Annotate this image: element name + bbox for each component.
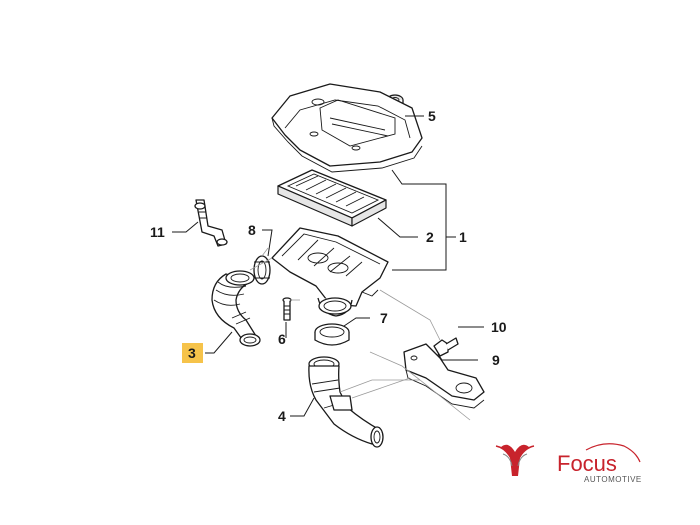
part-4-lower-duct bbox=[308, 356, 384, 448]
callout-5[interactable]: 5 bbox=[428, 108, 436, 124]
part-11-breather-hose bbox=[194, 199, 228, 247]
assembly-reference-lines bbox=[249, 247, 471, 421]
focus-automotive-logo: Focus AUTOMOTIVE bbox=[495, 443, 642, 484]
callout-7[interactable]: 7 bbox=[380, 310, 388, 326]
callout-3-highlight bbox=[182, 343, 203, 363]
callout-6[interactable]: 6 bbox=[278, 331, 286, 347]
callout-2[interactable]: 2 bbox=[426, 229, 434, 245]
leader-lines bbox=[172, 115, 484, 417]
part-2-air-filter bbox=[277, 169, 387, 227]
logo-name: Focus bbox=[557, 451, 617, 476]
car-swoosh-icon bbox=[585, 443, 641, 463]
part-1-airbox-cover bbox=[271, 83, 423, 173]
focus-automotive-logo-icon bbox=[495, 444, 535, 476]
callout-11[interactable]: 11 bbox=[150, 224, 165, 240]
part-10-fastener bbox=[433, 337, 459, 357]
callout-10[interactable]: 10 bbox=[491, 319, 507, 335]
callout-9[interactable]: 9 bbox=[492, 352, 500, 368]
callout-4[interactable]: 4 bbox=[278, 408, 286, 424]
part-3-intake-duct bbox=[211, 270, 261, 347]
part-7-clamp bbox=[314, 323, 350, 346]
part-6-bolt bbox=[282, 297, 292, 321]
part-1-airbox-housing bbox=[271, 227, 389, 317]
callout-1[interactable]: 1 bbox=[459, 229, 467, 245]
logo-tagline: AUTOMOTIVE bbox=[584, 475, 642, 484]
part-8-clamp bbox=[253, 255, 271, 285]
callout-8[interactable]: 8 bbox=[248, 222, 256, 238]
callout-3[interactable]: 3 bbox=[188, 345, 196, 361]
